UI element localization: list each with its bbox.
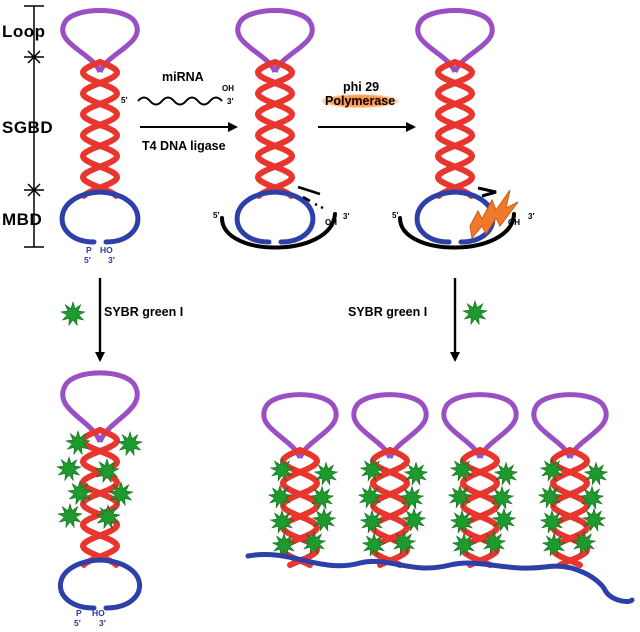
sybr-dye-molecule (56, 455, 82, 482)
sybr-dye-molecule (449, 457, 475, 482)
sybr-dye-molecule (357, 484, 383, 509)
sybr-dye-molecule (579, 485, 605, 510)
sybr-dye-molecule (271, 532, 297, 557)
sybr-dye-molecule (539, 457, 565, 482)
mbd-loop (234, 189, 316, 245)
sybr-dye-molecule (539, 509, 565, 534)
mirna-label: miRNA (162, 70, 204, 84)
probe2-5prime: 5′ (213, 211, 220, 220)
hairpin-loop (235, 8, 315, 74)
sybr-dye-molecule (391, 530, 417, 555)
probe1-3prime: 3′ (108, 255, 115, 265)
sybr-dye-molecule (451, 532, 477, 557)
sybr-dye-molecule (67, 479, 93, 506)
sybr-dye-molecule (108, 480, 134, 507)
stem-strand (79, 59, 121, 199)
hairpin-loop (415, 8, 495, 74)
sybr-dye-molecule (57, 502, 83, 529)
phi29-label: phi 29 (343, 80, 380, 94)
phi29-polymerase (469, 189, 519, 240)
sybr-label-right: SYBR green I (348, 305, 428, 319)
probe2-3prime: 3′ (343, 212, 350, 221)
probe3-oh: OH (508, 218, 520, 227)
sybr-dye-molecule (399, 485, 425, 510)
sybr-dye-molecule (269, 509, 295, 534)
mirna-3prime: 3′ (227, 97, 234, 106)
probe1-ho: HO (100, 245, 113, 255)
rca-template-strand (398, 212, 516, 250)
sybr-dye-molecule (449, 509, 475, 534)
stem-strand (434, 59, 476, 199)
hairpin-loop (60, 8, 140, 74)
mirna-oh: OH (222, 84, 234, 93)
probe3-5prime: 5′ (392, 211, 399, 220)
hairpin-loop (531, 392, 609, 460)
sybr-dye-molecule (403, 461, 429, 486)
sybr-dye-molecule (359, 457, 385, 482)
sybr-dye-molecule (359, 509, 385, 534)
sybr-dye-molecule (311, 507, 337, 532)
hairpin-loop (60, 370, 140, 444)
probe2-oh: OH (325, 218, 337, 227)
probe1-p: P (86, 245, 92, 255)
probe1-5prime: 5′ (84, 255, 91, 265)
sybr-dye-molecule (313, 461, 339, 486)
sybr-dye-molecule (301, 530, 327, 555)
hairpin-loop (261, 392, 339, 460)
sybr-dye-molecule (65, 429, 91, 456)
polymerase-arrowhead (477, 186, 497, 198)
sybr-dye-molecule (94, 457, 120, 484)
mirna-strand (137, 96, 223, 106)
sybr-dye-molecule (95, 503, 121, 530)
sybr-dye-molecule (60, 300, 86, 327)
sybr-dye-molecule (583, 461, 609, 486)
probe4-3prime: 3′ (99, 618, 106, 628)
sybr-dye-molecule (309, 485, 335, 510)
hairpin-loop (441, 392, 519, 460)
mbd-loop (59, 189, 141, 245)
sybr-dye-molecule (447, 484, 473, 509)
sgbd-label: SGBD (2, 118, 54, 137)
stem-strand (254, 59, 296, 199)
sybr-dye-molecule (493, 461, 519, 486)
probe4-p: P (76, 608, 82, 618)
mbd-label: MBD (2, 210, 43, 229)
sybr-dye-molecule (267, 484, 293, 509)
probe4-ho: HO (92, 608, 105, 618)
sybr-dye-molecule (117, 430, 143, 457)
sybr-dye-molecule (269, 457, 295, 482)
sybr-dye-molecule (489, 485, 515, 510)
sybr-dye-molecule (361, 532, 387, 557)
mbd-loop (57, 557, 143, 611)
sybr-label-left: SYBR green I (104, 305, 184, 319)
stem-strand (79, 427, 121, 568)
probe3-3prime: 3′ (528, 212, 535, 221)
sybr-dye-molecule (541, 532, 567, 557)
sybr-dye-molecule (581, 507, 607, 532)
sybr-dye-molecule (491, 507, 517, 532)
ligase-label: T4 DNA ligase (142, 139, 226, 153)
sybr-dye-molecule (401, 507, 427, 532)
mirna-5prime: 5′ (121, 96, 128, 105)
primer-extension-marker (297, 185, 324, 210)
region-bracket (24, 5, 44, 248)
ligated-mirna-strand (220, 212, 337, 250)
sybr-dye-molecule (537, 484, 563, 509)
hairpin-loop (351, 392, 429, 460)
loop-label: Loop (2, 22, 46, 41)
rca-backbone (245, 552, 635, 605)
sybr-dye-molecule (462, 299, 488, 326)
probe4-5prime: 5′ (74, 618, 81, 628)
polymerase-label: Polymerase (321, 94, 400, 108)
sybr-dye-molecule (571, 530, 597, 555)
sybr-dye-molecule (481, 530, 507, 555)
